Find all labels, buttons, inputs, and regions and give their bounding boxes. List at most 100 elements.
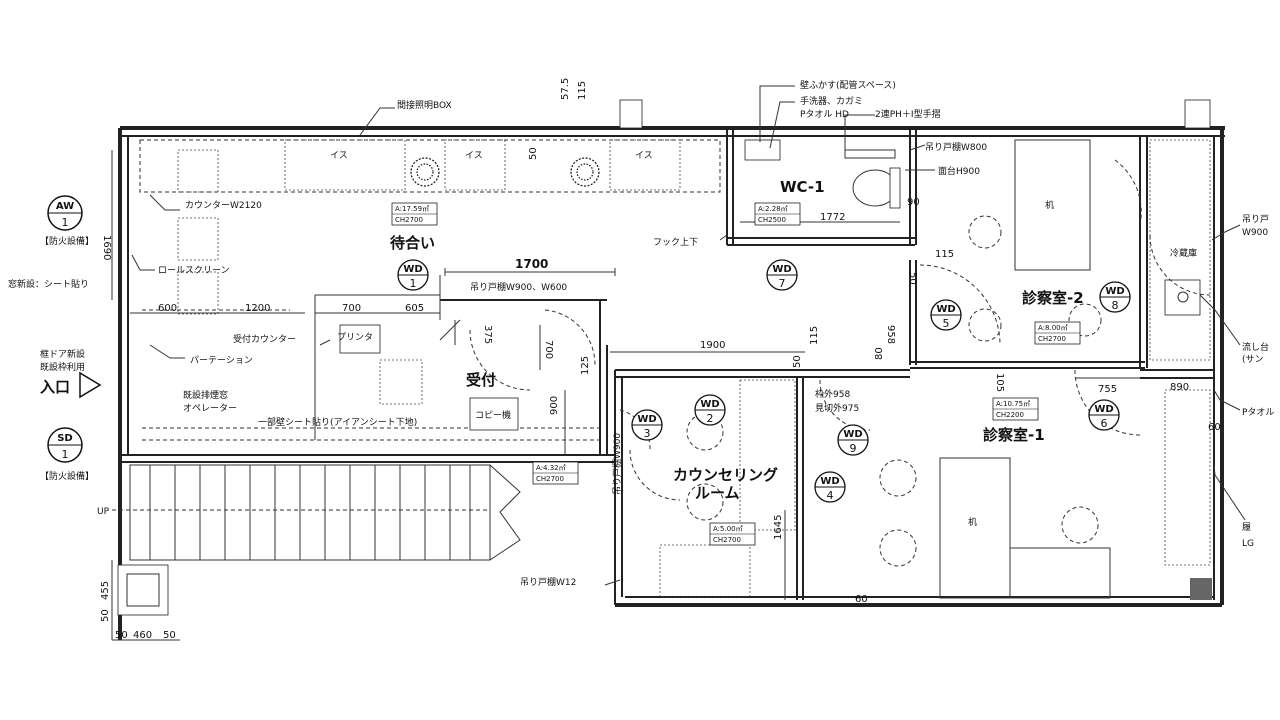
svg-text:流し台: 流し台 xyxy=(1242,341,1269,353)
svg-text:105: 105 xyxy=(994,373,1005,392)
svg-text:115: 115 xyxy=(577,81,588,100)
area-tag-exam1: A:10.75㎡ CH2200 xyxy=(992,397,1039,421)
svg-text:50: 50 xyxy=(528,147,539,160)
svg-text:Pタオル HD: Pタオル HD xyxy=(800,109,849,120)
area-tag-wc: A:2.28㎡ CH2500 xyxy=(754,202,801,226)
tag-sd1[interactable]: SD 1 xyxy=(47,427,83,463)
svg-text:958: 958 xyxy=(885,325,896,344)
svg-text:パーテーション: パーテーション xyxy=(190,355,253,366)
svg-text:吊り戸: 吊り戸 xyxy=(1242,214,1269,225)
svg-text:受付カウンター: 受付カウンター xyxy=(233,333,296,345)
svg-text:机: 机 xyxy=(968,516,977,528)
svg-text:【防火設備】: 【防火設備】 xyxy=(40,470,94,482)
svg-text:履: 履 xyxy=(1242,522,1251,533)
svg-text:50: 50 xyxy=(907,272,918,285)
svg-text:80: 80 xyxy=(874,347,885,360)
svg-text:AW: AW xyxy=(56,201,74,212)
area-tag-counseling: A:5.00㎡ CH2700 xyxy=(709,522,756,546)
svg-text:框ドア新設: 框ドア新設 xyxy=(40,348,85,360)
svg-text:1700: 1700 xyxy=(515,257,548,271)
svg-text:1690: 1690 xyxy=(101,235,112,260)
svg-text:カウンターW2120: カウンターW2120 xyxy=(185,200,262,211)
svg-text:A:5.00㎡: A:5.00㎡ xyxy=(713,525,743,533)
svg-text:ロールスクリーン: ロールスクリーン xyxy=(158,265,230,276)
svg-text:7: 7 xyxy=(779,277,786,290)
tag-wd7[interactable]: WD 7 xyxy=(766,259,798,291)
tag-wd8[interactable]: WD 8 xyxy=(1099,281,1131,313)
svg-text:115: 115 xyxy=(935,249,954,260)
svg-text:WD: WD xyxy=(772,264,791,275)
svg-text:9: 9 xyxy=(850,442,857,455)
tag-wd1[interactable]: WD 1 xyxy=(397,259,429,291)
svg-text:Pタオル: Pタオル xyxy=(1242,407,1274,418)
svg-text:吊り戸棚W900、W600: 吊り戸棚W900、W600 xyxy=(470,281,567,293)
leader-lines xyxy=(131,85,1246,586)
door-tags: AW 1 SD 1 WD 1 WD 2 WD 3 xyxy=(47,195,1131,503)
plant-icon xyxy=(410,157,600,187)
svg-text:700: 700 xyxy=(342,303,361,314)
svg-text:5: 5 xyxy=(943,317,950,330)
svg-text:間接照明BOX: 間接照明BOX xyxy=(397,99,452,111)
room-exam1: 診察室-1 xyxy=(983,426,1045,444)
tag-wd9[interactable]: WD 9 xyxy=(837,424,869,456)
svg-text:枠外958: 枠外958 xyxy=(815,388,850,400)
svg-text:2連PH＋I型手摺: 2連PH＋I型手摺 xyxy=(875,108,941,120)
svg-text:CH2700: CH2700 xyxy=(1038,335,1066,343)
svg-text:1: 1 xyxy=(410,277,417,290)
svg-text:LG: LG xyxy=(1242,539,1254,549)
svg-text:605: 605 xyxy=(405,303,424,314)
svg-text:オペレーター: オペレーター xyxy=(183,403,237,414)
svg-text:WD: WD xyxy=(820,476,839,487)
svg-text:手洗器、カガミ: 手洗器、カガミ xyxy=(800,95,863,107)
tag-wd4[interactable]: WD 4 xyxy=(814,471,846,503)
svg-text:60: 60 xyxy=(1208,422,1221,433)
svg-text:1772: 1772 xyxy=(820,212,845,223)
entrance-arrow-icon[interactable] xyxy=(79,371,102,399)
svg-text:SD: SD xyxy=(57,433,73,444)
room-counseling-line: ルーム xyxy=(695,484,740,502)
tag-wd5[interactable]: WD 5 xyxy=(930,299,962,331)
svg-text:W900: W900 xyxy=(1242,228,1268,238)
svg-text:壁ふかす(配管スペース): 壁ふかす(配管スペース) xyxy=(800,79,896,91)
svg-text:WD: WD xyxy=(936,304,955,315)
svg-text:既設枠利用: 既設枠利用 xyxy=(40,361,85,373)
stairs xyxy=(112,464,521,561)
svg-text:A:10.75㎡: A:10.75㎡ xyxy=(996,400,1030,408)
svg-text:115: 115 xyxy=(809,326,820,345)
svg-text:CH2200: CH2200 xyxy=(996,411,1024,419)
tag-wd2[interactable]: WD 2 xyxy=(694,394,726,426)
svg-text:入口: 入口 xyxy=(40,378,70,396)
tag-wd3[interactable]: WD 3 xyxy=(631,409,663,441)
svg-text:50: 50 xyxy=(792,355,803,368)
svg-text:CH2500: CH2500 xyxy=(758,216,786,224)
svg-text:イス: イス xyxy=(330,151,348,161)
svg-text:(サン: (サン xyxy=(1242,354,1264,365)
svg-text:プリンタ: プリンタ xyxy=(337,332,373,343)
annotations: 間接照明BOX 壁ふかす(配管スペース) 手洗器、カガミ Pタオル HD 2連P… xyxy=(8,79,1274,588)
room-names: 待合い 受付 WC-1 診察室-1 診察室-2 カウンセリングルーム xyxy=(390,178,1084,502)
svg-text:WD: WD xyxy=(1105,286,1124,297)
room-wc: WC-1 xyxy=(780,178,825,196)
svg-text:CH2700: CH2700 xyxy=(536,475,564,483)
svg-text:1: 1 xyxy=(62,448,69,461)
svg-text:イス: イス xyxy=(635,151,653,161)
stools xyxy=(686,215,1102,567)
svg-text:700: 700 xyxy=(543,340,554,359)
outer-walls xyxy=(117,99,1225,640)
svg-text:WD: WD xyxy=(403,264,422,275)
svg-text:1645: 1645 xyxy=(773,515,784,540)
tag-wd6[interactable]: WD 6 xyxy=(1088,399,1120,431)
svg-text:3: 3 xyxy=(644,427,651,440)
svg-text:A:4.32㎡: A:4.32㎡ xyxy=(536,464,566,472)
area-tags: A:17.59㎡ CH2700 A:2.28㎡ CH2500 A:8.00㎡ C… xyxy=(391,202,1081,546)
svg-text:CH2700: CH2700 xyxy=(713,536,741,544)
svg-text:4: 4 xyxy=(827,489,834,502)
tag-aw1[interactable]: AW 1 xyxy=(47,195,83,231)
svg-text:吊り戸棚W900: 吊り戸棚W900 xyxy=(611,433,623,495)
area-tag-stair: A:4.32㎡ CH2700 xyxy=(532,461,579,485)
svg-text:イス: イス xyxy=(465,151,483,161)
svg-text:UP: UP xyxy=(97,507,110,517)
svg-text:755: 755 xyxy=(1098,384,1117,395)
svg-text:WD: WD xyxy=(700,399,719,410)
